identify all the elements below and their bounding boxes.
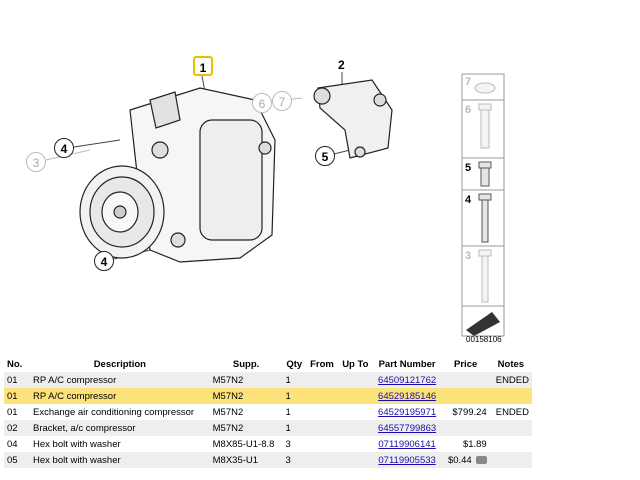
part-number-link[interactable]: 64529185146 — [378, 390, 437, 402]
callout-4-lower[interactable]: 4 — [94, 251, 114, 271]
cell-supp: M57N2 — [212, 406, 244, 418]
cell-notes — [489, 388, 532, 404]
cell-from — [306, 420, 338, 436]
cell-qty: 3 — [282, 452, 306, 468]
callout-3[interactable]: 3 — [26, 152, 46, 172]
header-no: No. — [7, 358, 23, 370]
cell-notes: ENDED — [489, 372, 532, 388]
cell-qty: 1 — [285, 406, 291, 418]
header-from: From — [310, 358, 334, 370]
cell-no: 05 — [4, 452, 30, 468]
callout-7[interactable]: 7 — [272, 91, 292, 111]
header-description: Description — [93, 358, 146, 370]
cell-description: Bracket, a/c compressor — [30, 420, 210, 436]
cell-notes — [489, 420, 532, 436]
cell-price — [441, 420, 490, 436]
cart-icon[interactable] — [475, 455, 487, 464]
cell-description: RP A/C compressor — [30, 372, 210, 388]
cell-description: Hex bolt with washer — [33, 438, 121, 450]
strip-label-6: 6 — [465, 104, 472, 116]
cell-supp: M57N2 — [209, 388, 283, 404]
cell-up-to — [337, 372, 373, 388]
cell-from — [306, 388, 338, 404]
part-number-link[interactable]: 07119906141 — [378, 438, 436, 450]
cell-no: 02 — [4, 420, 30, 436]
compressor-illustration — [45, 72, 505, 337]
header-notes: Notes — [497, 358, 525, 370]
header-price: Price — [454, 358, 478, 370]
cell-from — [306, 372, 338, 388]
part-number-link[interactable]: 64509121762 — [378, 374, 437, 386]
cell-qty: 1 — [282, 388, 306, 404]
part-number-link[interactable]: 64557799863 — [378, 422, 437, 434]
table-row[interactable]: 05 Hex bolt with washer M8X35-U1 3 07119… — [4, 452, 532, 468]
direction-arrow-icon — [466, 312, 500, 336]
cell-up-to — [337, 452, 373, 468]
cell-from — [306, 436, 338, 452]
callout-1[interactable]: 1 — [193, 56, 213, 76]
cell-from — [306, 452, 338, 468]
cell-up-to — [338, 404, 373, 420]
cell-price: $0.44 — [447, 454, 472, 466]
cell-description: RP A/C compressor — [30, 388, 210, 404]
cell-up-to — [338, 436, 373, 452]
cell-qty: 1 — [282, 372, 306, 388]
header-part-number: Part Number — [378, 358, 436, 370]
table-row[interactable]: 04 Hex bolt with washer M8X85-U1-8.8 3 0… — [4, 436, 532, 452]
parts-diagram: 1 2 3 4 4 5 6 7 7 6 5 4 3 00158106 — [26, 56, 505, 344]
table-row[interactable]: 01 RP A/C compressor M57N2 1 64509121762… — [4, 372, 532, 388]
cell-notes: ENDED — [495, 406, 529, 418]
cell-notes — [489, 452, 532, 468]
cell-description: Hex bolt with washer — [30, 452, 210, 468]
cell-no: 01 — [4, 388, 30, 404]
cell-supp: M8X85-U1-8.8 — [212, 438, 275, 450]
callout-4-upper[interactable]: 4 — [54, 138, 74, 158]
table-header-row: No. Description Supp. Qty From Up To Par… — [4, 356, 532, 372]
strip-label-5: 5 — [465, 162, 472, 174]
cell-from — [306, 404, 338, 420]
callout-2[interactable]: 2 — [338, 58, 345, 72]
cell-supp: M57N2 — [209, 372, 283, 388]
strip-label-3: 3 — [465, 250, 472, 262]
cell-description: Exchange air conditioning compressor — [33, 406, 195, 418]
cell-no: 01 — [7, 406, 18, 418]
cell-up-to — [337, 420, 373, 436]
part-number-link[interactable]: 64529195971 — [378, 406, 437, 418]
strip-label-4: 4 — [465, 194, 472, 206]
diagram-reference-number: 00158106 — [466, 335, 502, 344]
cell-qty: 1 — [282, 420, 306, 436]
table-row-selected[interactable]: 01 RP A/C compressor M57N2 1 64529185146 — [4, 388, 532, 404]
cell-price: $799.24 — [452, 406, 487, 418]
parts-table: No. Description Supp. Qty From Up To Par… — [4, 356, 532, 468]
cell-supp: M8X35-U1 — [209, 452, 283, 468]
cell-up-to — [337, 388, 373, 404]
callout-6[interactable]: 6 — [252, 93, 272, 113]
cell-notes — [490, 436, 532, 452]
header-up-to: Up To — [342, 358, 369, 370]
header-supp: Supp. — [232, 358, 260, 370]
cell-price: $1.89 — [462, 438, 487, 450]
strip-label-7: 7 — [465, 76, 472, 88]
table-row[interactable]: 02 Bracket, a/c compressor M57N2 1 64557… — [4, 420, 532, 436]
part-number-link[interactable]: 07119905533 — [378, 454, 436, 466]
cell-qty: 3 — [285, 438, 291, 450]
header-qty: Qty — [286, 358, 303, 370]
callout-5[interactable]: 5 — [315, 146, 335, 166]
cell-price — [441, 388, 490, 404]
cell-no: 04 — [7, 438, 18, 450]
cell-price — [441, 372, 490, 388]
cell-no: 01 — [4, 372, 30, 388]
table-row[interactable]: 01 Exchange air conditioning compressor … — [4, 404, 532, 420]
cell-supp: M57N2 — [209, 420, 283, 436]
